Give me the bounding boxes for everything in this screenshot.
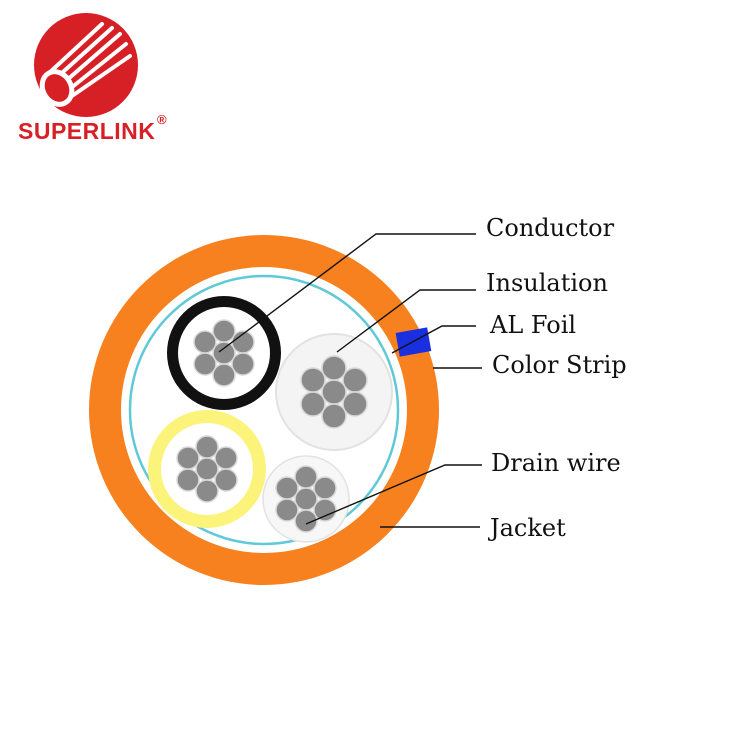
leader-conductor	[218, 233, 476, 353]
label-drain-wire: Drain wire	[491, 449, 621, 477]
conductor-strands	[176, 435, 238, 503]
brand-name: SUPERLINK	[18, 118, 155, 144]
cable	[89, 235, 439, 585]
registered-mark: ®	[157, 112, 167, 127]
label-conductor: Conductor	[486, 214, 615, 242]
logo-cable-strokes	[46, 22, 132, 98]
label-color-strip: Color Strip	[492, 351, 627, 379]
leader-insulation	[336, 289, 476, 353]
label-al-foil: AL Foil	[489, 311, 576, 339]
al-foil-ring	[128, 274, 400, 546]
core-clear	[275, 333, 393, 451]
superlink-logo: SUPERLINK ®	[18, 13, 167, 144]
leader-lines	[218, 233, 482, 528]
conductor-strands	[193, 319, 255, 387]
conductor-strands	[300, 355, 368, 429]
label-insulation: Insulation	[486, 269, 608, 297]
label-jacket: Jacket	[487, 514, 566, 542]
drain-wire	[262, 455, 350, 543]
logo-cable-end-icon	[39, 69, 75, 107]
core-yellow	[148, 410, 266, 528]
leader-drain-wire	[305, 464, 482, 525]
callout-labels: Conductor Insulation AL Foil Color Strip…	[486, 214, 627, 542]
core-black	[167, 296, 281, 410]
drain-wire-strands	[275, 465, 337, 533]
leader-al-foil	[391, 325, 476, 354]
